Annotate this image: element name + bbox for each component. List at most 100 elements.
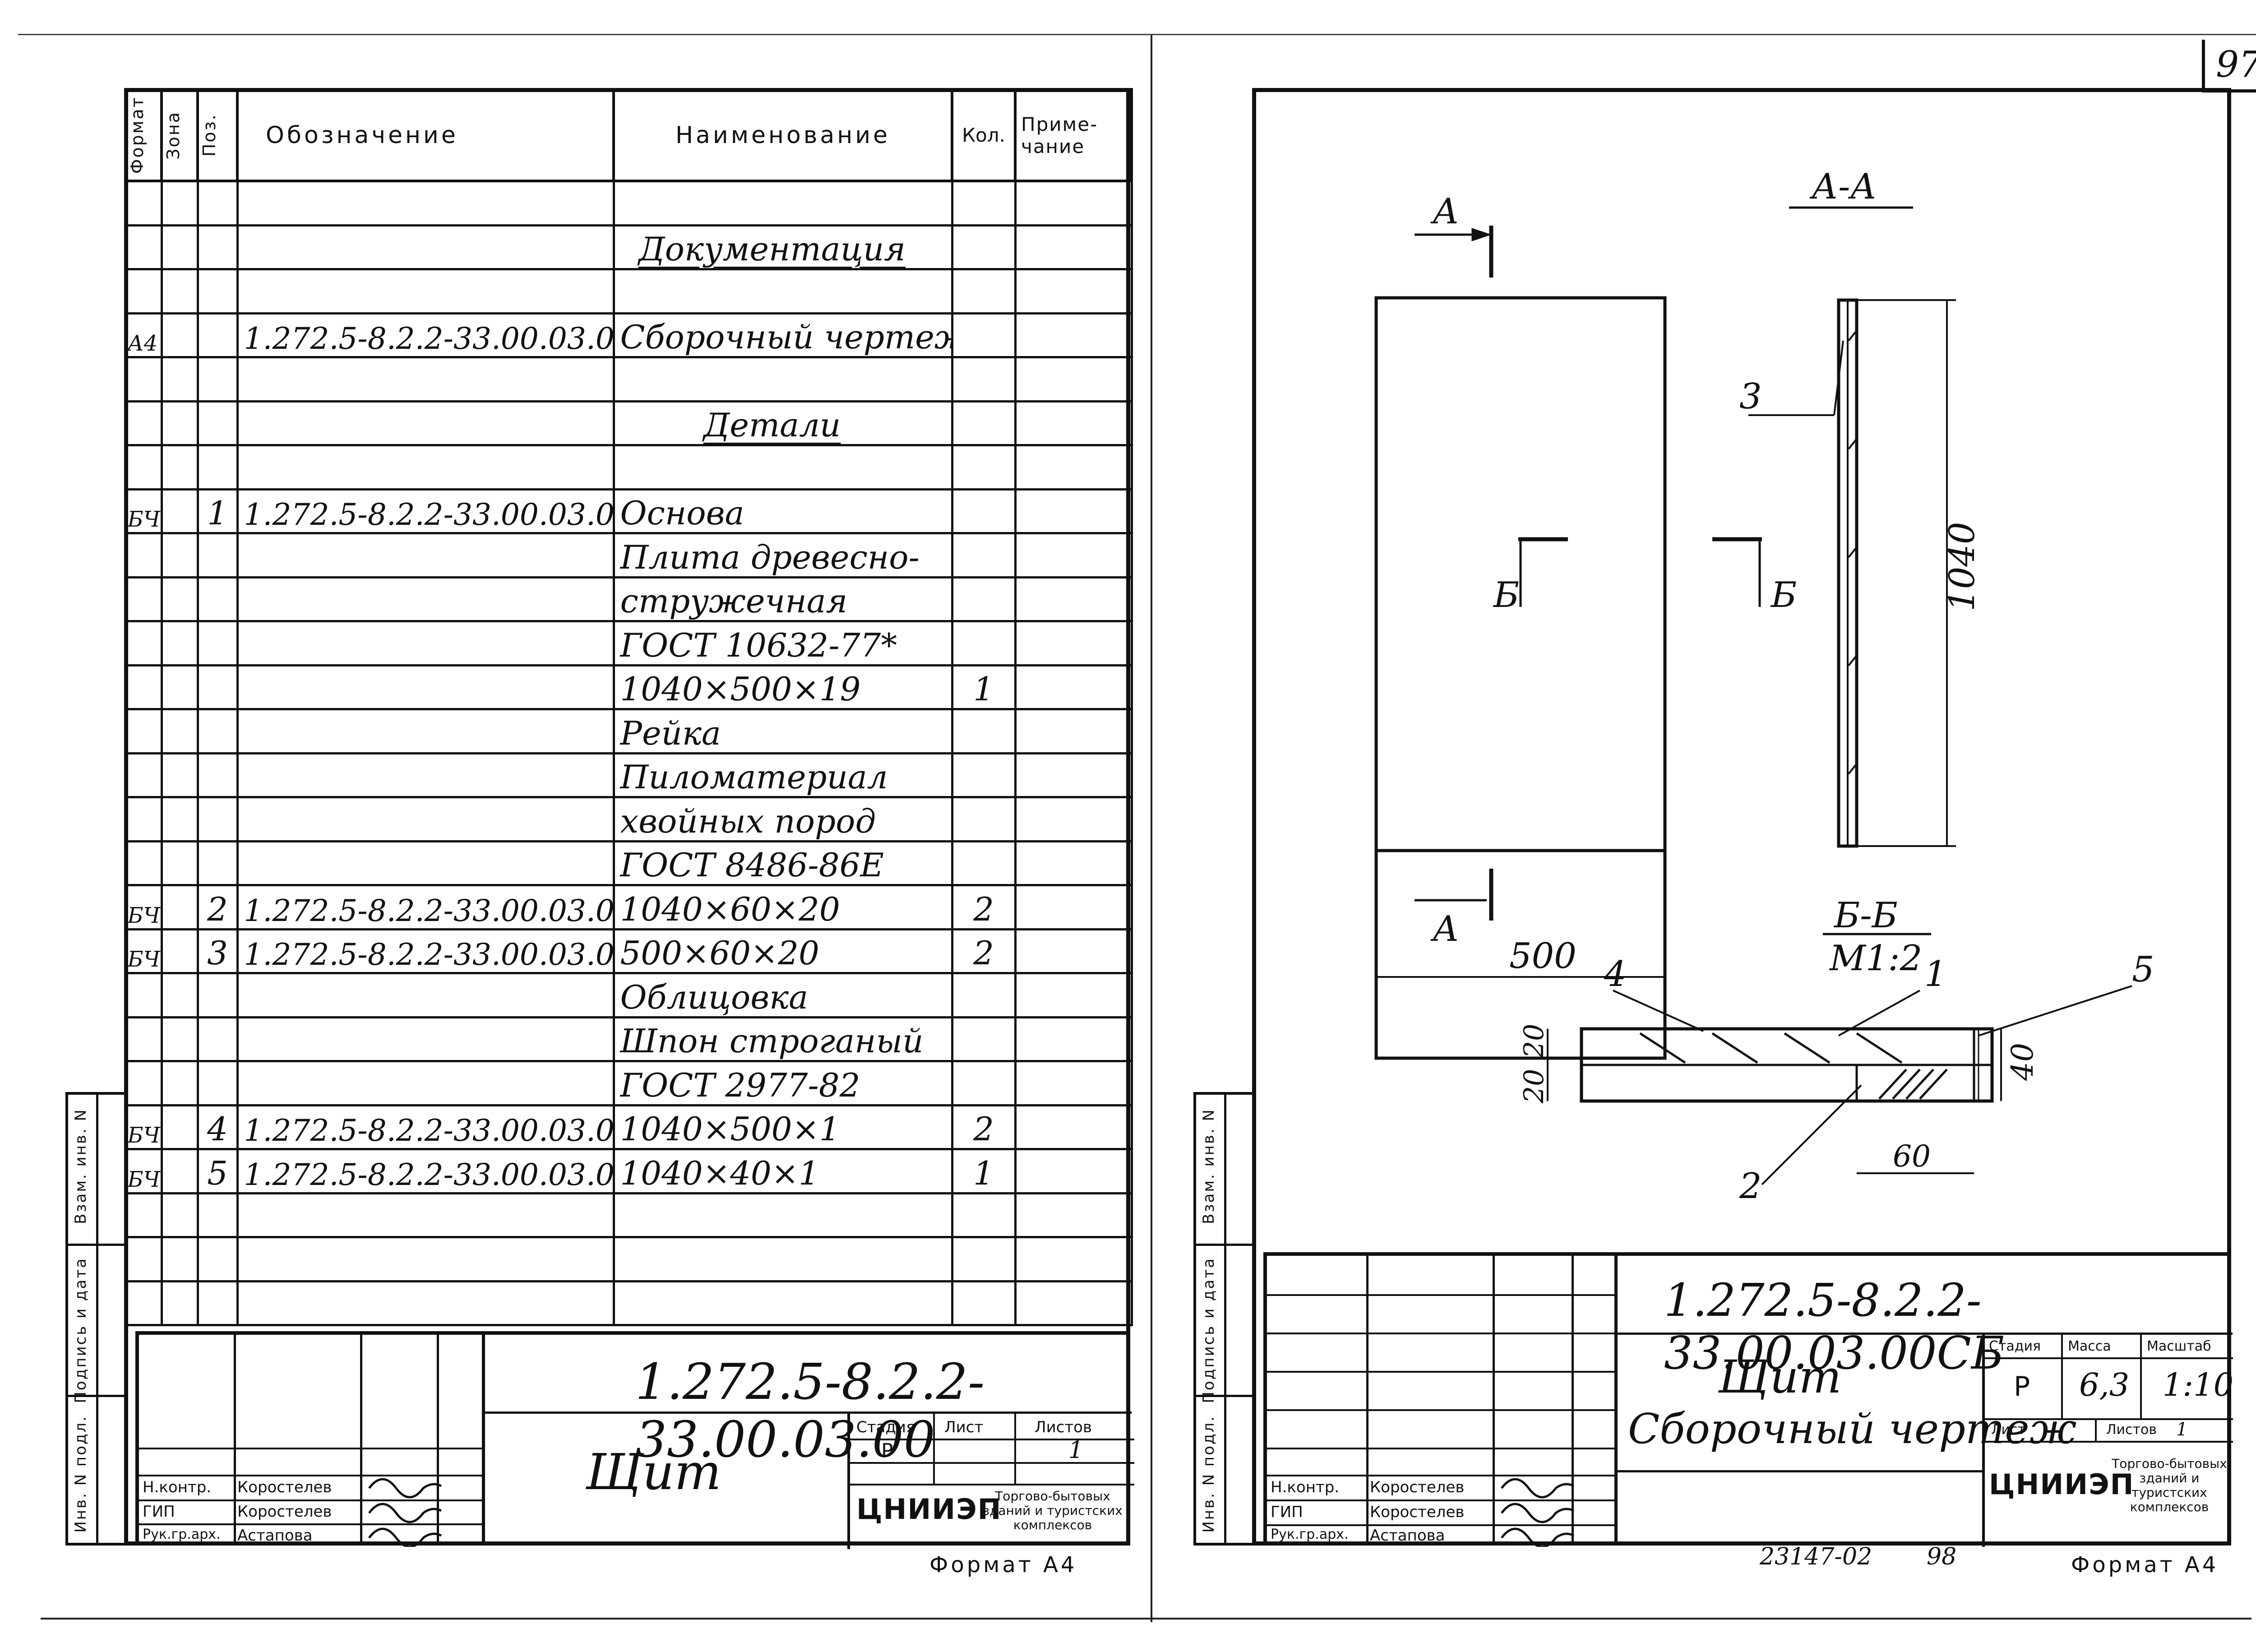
cell-name: 1040×60×20: [612, 884, 953, 930]
right-scale: 1:10: [2163, 1366, 2234, 1403]
cell-note: [1014, 1280, 1133, 1326]
cell-qty: [951, 1016, 1017, 1062]
left-org-name: Торгово-бытовых зданий и туристских комп…: [983, 1489, 1123, 1532]
header-pos: Поз.: [196, 88, 239, 182]
cell-note: [1014, 400, 1133, 446]
cell-zone: [160, 884, 199, 930]
spec-table: Формат Зона Поз. Обозначение Наименовани…: [124, 88, 1133, 1326]
cell-name: Облицовка: [612, 972, 953, 1018]
header-format: Формат: [124, 88, 163, 182]
cell-note: [1014, 752, 1133, 798]
cell-zone: [160, 444, 199, 491]
sheet-divider: [1151, 34, 1152, 1622]
left-sheets: 1: [1068, 1437, 1084, 1464]
cell-format: [124, 1060, 163, 1106]
cell-pos: 4: [196, 1104, 239, 1150]
cell-pos: [196, 576, 239, 622]
cell-designation: [236, 1280, 615, 1326]
cell-zone: [160, 664, 199, 710]
cell-zone: [160, 180, 199, 227]
table-row: А41.272.5-8.2.2-33.00.03.00СБСборочный ч…: [124, 312, 1133, 358]
cell-zone: [160, 1148, 199, 1194]
left-stage: Р: [881, 1439, 893, 1462]
cell-designation: 1.272.5-8.2.2-33.00.03.01: [236, 488, 615, 534]
cell-pos: [196, 224, 239, 270]
cell-qty: [951, 180, 1017, 227]
table-row: Плита древесно-: [124, 532, 1133, 578]
cell-format: БЧ: [124, 1148, 163, 1194]
cell-qty: [951, 1060, 1017, 1106]
label-cut-b-right: Б: [1770, 575, 1797, 615]
table-row: [124, 268, 1133, 315]
right-stage-label: Стадия: [1989, 1338, 2041, 1354]
cell-qty: [951, 488, 1017, 534]
right-binding-strip: Инв. N подл. Подпись и дата Взам. инв. N: [1193, 1092, 1252, 1546]
left-role-1: ГИП: [143, 1503, 175, 1521]
cell-zone: [160, 1016, 199, 1062]
cell-name: стружечная: [612, 576, 953, 622]
cell-qty: [951, 1236, 1017, 1282]
page-number-box: 97: [2202, 40, 2256, 93]
cell-qty: [951, 400, 1017, 446]
cell-name: [612, 444, 953, 491]
cell-note: [1014, 620, 1133, 666]
cell-name: Детали: [612, 400, 953, 446]
cell-pos: [196, 1236, 239, 1282]
right-side-label-vzam: Взам. инв. N: [1200, 1108, 1218, 1224]
cell-pos: [196, 664, 239, 710]
cell-name: Пиломатериал: [612, 752, 953, 798]
cell-pos: [196, 312, 239, 358]
table-row: [124, 1236, 1133, 1282]
cell-format: [124, 972, 163, 1018]
cell-zone: [160, 532, 199, 578]
cell-qty: [951, 972, 1017, 1018]
cell-pos: [196, 356, 239, 403]
left-title-block: Н.контр. Коростелев ГИП Коростелев Рук.г…: [135, 1331, 1134, 1549]
cell-format: БЧ: [124, 1104, 163, 1150]
table-row: [124, 356, 1133, 403]
cell-note: [1014, 488, 1133, 534]
left-name-1: Коростелев: [237, 1503, 332, 1521]
cell-qty: [951, 796, 1017, 842]
cell-format: [124, 180, 163, 227]
cell-note: [1014, 1016, 1133, 1062]
table-row: ГОСТ 10632-77*: [124, 620, 1133, 666]
cell-note: [1014, 928, 1133, 974]
header-designation: Обозначение: [236, 88, 615, 182]
cell-zone: [160, 796, 199, 842]
cell-zone: [160, 752, 199, 798]
table-row: Документация: [124, 224, 1133, 270]
cell-designation: [236, 1060, 615, 1106]
cell-name: 1040×40×1: [612, 1148, 953, 1194]
cell-note: [1014, 444, 1133, 491]
left-role-0: Н.контр.: [143, 1478, 212, 1496]
cell-format: [124, 268, 163, 315]
label-dim-60: 60: [1893, 1139, 1931, 1174]
cell-note: [1014, 840, 1133, 886]
cell-designation: [236, 752, 615, 798]
cell-format: [124, 752, 163, 798]
cell-designation: [236, 224, 615, 270]
cell-format: [124, 400, 163, 446]
cell-pos: [196, 180, 239, 227]
cell-designation: 1.272.5-8.2.2-33.00.03.04: [236, 1104, 615, 1150]
label-dim-40: 40: [2005, 1043, 2040, 1081]
right-side-label-inv: Инв. N подл.: [1200, 1415, 1218, 1533]
page-number: 97: [2216, 43, 2256, 85]
cell-format: А4: [124, 312, 163, 358]
cell-qty: [951, 312, 1017, 358]
header-zone: Зона: [160, 88, 199, 182]
cell-note: [1014, 796, 1133, 842]
cell-note: [1014, 312, 1133, 358]
label-callout-4: 4: [1604, 954, 1627, 995]
right-tb-code: 1.272.5-8.2.2-33.00.03.00СБ: [1664, 1274, 2005, 1379]
label-callout-3: 3: [1739, 376, 1762, 417]
front-view-panel: [1374, 296, 1667, 1060]
cell-format: [124, 1236, 163, 1282]
cell-pos: 3: [196, 928, 239, 974]
cell-zone: [160, 620, 199, 666]
right-name-2: Астапова: [1370, 1527, 1445, 1545]
cell-zone: [160, 840, 199, 886]
